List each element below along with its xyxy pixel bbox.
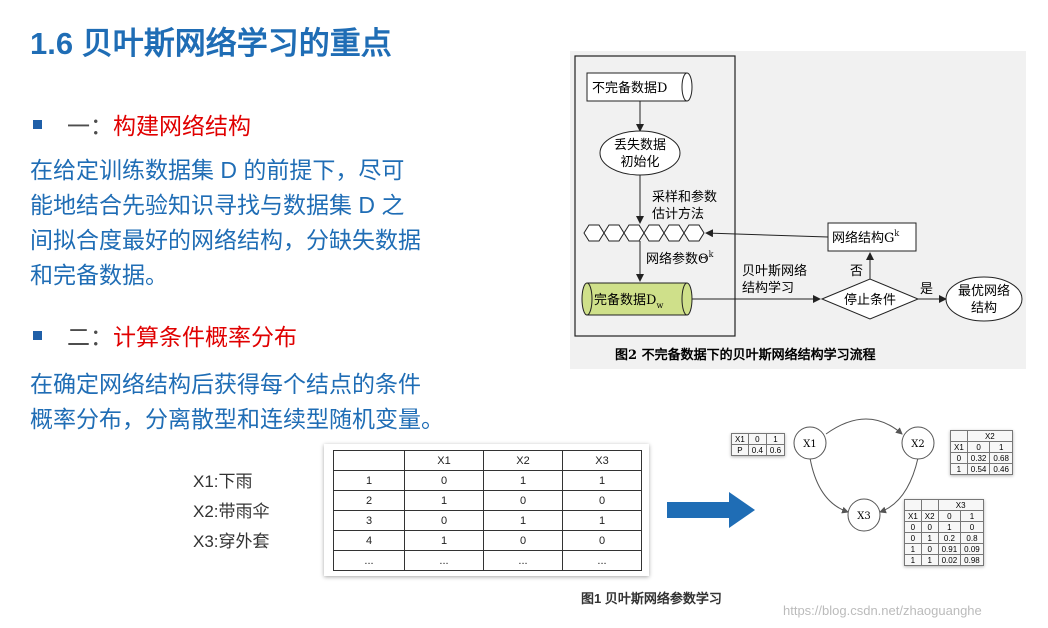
yes-label: 是 — [920, 282, 933, 297]
para-line: 概率分布，分离散型和连续型随机变量。 — [30, 406, 444, 432]
section1-prefix: 一： — [67, 113, 113, 139]
table-row: X2 — [950, 430, 1013, 442]
figure1-network: X1 X2 X3 — [793, 418, 935, 532]
table-header — [333, 450, 405, 471]
section2-prefix: 二： — [67, 324, 113, 350]
hexagon-chain — [583, 224, 705, 242]
sampling-label: 采样和参数 — [652, 189, 717, 205]
figure2-panel — [570, 51, 1026, 369]
best-structure-label: 结构 — [971, 301, 997, 316]
section1-heading: 构建网络结构 — [113, 113, 251, 139]
watermark-text: https://blog.csdn.net/zhaoguanghe — [783, 603, 982, 618]
no-label: 否 — [850, 264, 863, 279]
para-line: 能地结合先验知识寻找与数据集 D 之 — [30, 192, 405, 218]
variable-item: X1:下雨 — [193, 472, 253, 491]
stop-condition-label: 停止条件 — [844, 292, 896, 308]
table-header: X2 — [483, 450, 563, 471]
complete-data-label: 完备数据Dw — [594, 292, 663, 310]
params-label: 网络参数Θk — [646, 250, 714, 267]
variable-item: X3:穿外套 — [193, 532, 270, 551]
para-line: 在确定网络结构后获得每个结点的条件 — [30, 371, 421, 397]
table-header: X3 — [562, 450, 642, 471]
init-label: 初始化 — [620, 155, 659, 170]
para-line: 和完备数据。 — [30, 262, 168, 288]
best-structure-label: 最优网络 — [958, 283, 1010, 299]
section1-paragraph: 在给定训练数据集 D 的前提下，尽可 能地结合先验知识寻找与数据集 D 之 间拟… — [30, 153, 530, 293]
figure1-caption: 图1 贝叶斯网络参数学习 — [581, 591, 722, 606]
figure2-flowchart: 不完备数据D 丢失数据 初始化 采样和参数 估计方法 网络参数Θk 完备数据Dw… — [574, 55, 1023, 363]
table-row: ............ — [333, 550, 642, 571]
bullet-square-icon — [33, 119, 42, 129]
node-x1: X1 — [803, 439, 816, 450]
network-structure-label: 网络结构Gk — [832, 229, 899, 246]
sampling-label: 估计方法 — [652, 206, 704, 222]
para-line: 间拟合度最好的网络结构，分缺失数据 — [30, 227, 421, 253]
node-x3: X3 — [857, 511, 870, 522]
right-arrow-icon — [667, 492, 755, 528]
page-title: 1.6 贝叶斯网络学习的重点 — [30, 26, 392, 61]
section2-heading: 计算条件概率分布 — [113, 324, 297, 350]
incomplete-data-label: 不完备数据D — [592, 80, 667, 96]
section1-bullet: 一： 构建网络结构 — [30, 107, 251, 141]
table-header: X1 — [404, 450, 484, 471]
variable-item: X2:带雨伞 — [193, 502, 270, 521]
node-x2: X2 — [911, 439, 924, 450]
table-row: X3 — [904, 499, 984, 511]
structure-learning-label: 贝叶斯网络 — [742, 263, 807, 279]
init-label: 丢失数据 — [614, 138, 666, 153]
para-line: 在给定训练数据集 D 的前提下，尽可 — [30, 157, 405, 183]
figure2-caption: 图2 不完备数据下的贝叶斯网络结构学习流程 — [615, 347, 876, 363]
bullet-square-icon — [33, 330, 42, 340]
structure-learning-label: 结构学习 — [742, 280, 794, 296]
variable-list: X1:下雨 X2:带雨伞 X3:穿外套 — [193, 467, 270, 557]
section2-bullet: 二： 计算条件概率分布 — [30, 318, 297, 352]
section2-paragraph: 在确定网络结构后获得每个结点的条件 概率分布，分离散型和连续型随机变量。 — [30, 367, 530, 437]
